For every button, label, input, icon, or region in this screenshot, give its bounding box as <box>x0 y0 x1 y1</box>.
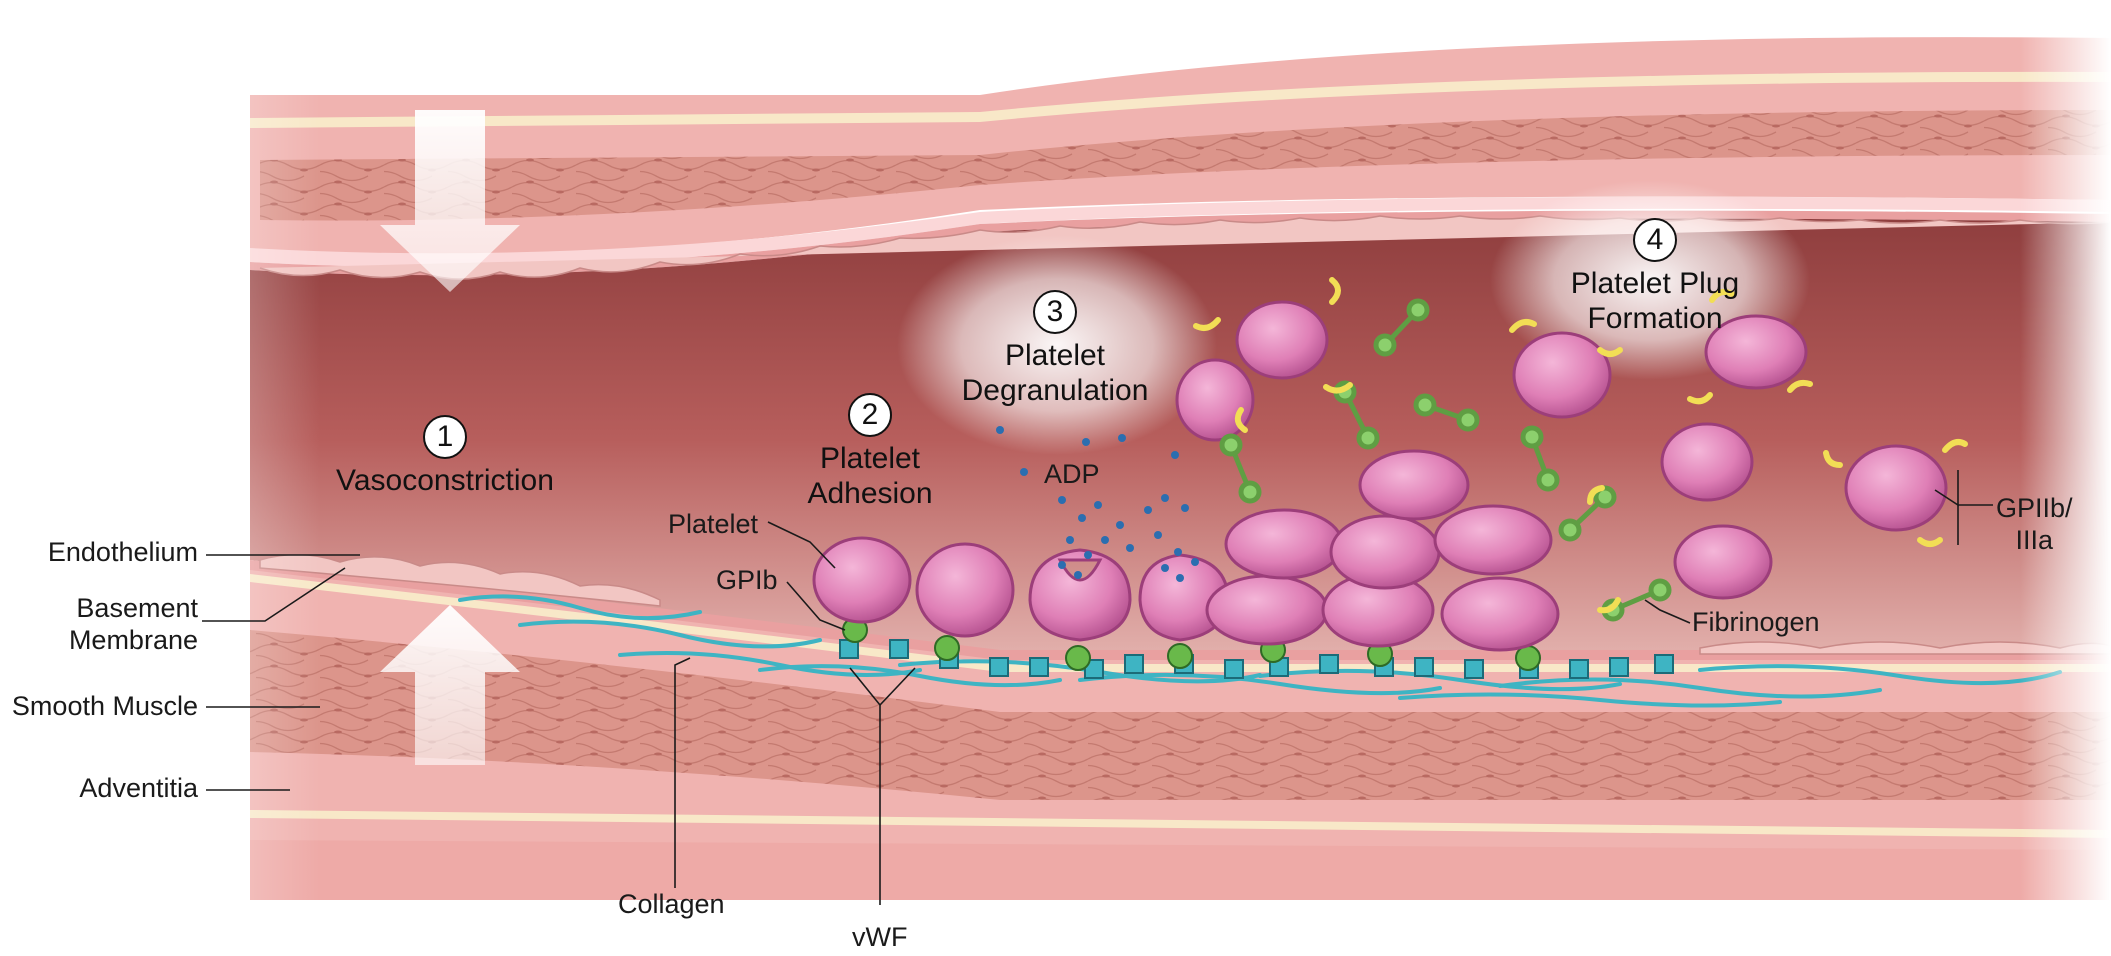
step-1-number: 1 <box>423 415 467 459</box>
basement-label-line2: Membrane <box>68 625 198 656</box>
step-2-label: 2 Platelet Adhesion <box>770 393 970 512</box>
collagen-fibers <box>458 594 2062 708</box>
adventitia-label: Adventitia <box>79 773 198 803</box>
step-2-title-line1: Platelet <box>819 442 921 475</box>
endothelium-cells <box>259 553 2111 655</box>
vwf-molecules <box>839 639 1674 679</box>
gpib-receptors <box>842 617 1541 671</box>
step-1-title: Vasoconstriction <box>336 464 554 497</box>
gpiib-iiia-label: GPIIb/ IIIa <box>1996 492 2073 557</box>
left-fade <box>0 0 320 951</box>
basement-label-line1: Basement <box>76 593 198 623</box>
step-3-number: 3 <box>1033 290 1077 334</box>
fibrinogen-label: Fibrinogen <box>1692 607 1820 637</box>
step-4-title-line2: Formation <box>1587 302 1723 336</box>
step-4-label: 4 Platelet Plug Formation <box>1530 218 1780 337</box>
step-4-title-line1: Platelet Plug <box>1570 267 1740 300</box>
platelet-label: Platelet <box>668 509 759 539</box>
step-4-number: 4 <box>1633 218 1677 262</box>
step-1-label: 1 Vasoconstriction <box>275 415 615 498</box>
gpiib-label-line1: GPIIb/ <box>1996 493 2073 523</box>
adp-granules <box>996 426 1199 582</box>
collagen-label: Collagen <box>618 889 725 919</box>
smooth-muscle-label: Smooth Muscle <box>11 691 198 721</box>
endothelium-label: Endothelium <box>47 537 198 567</box>
gpiib-iiia-receptors <box>1193 277 1968 614</box>
vasoconstriction-arrows <box>380 110 520 765</box>
gpib-label: GPIb <box>716 565 778 595</box>
step-3-title-line1: Platelet <box>1004 339 1106 372</box>
right-fade <box>2020 0 2111 951</box>
step-3-label: 3 Platelet Degranulation <box>935 290 1175 409</box>
vwf-label: vWF <box>852 922 908 952</box>
step-3-title-line2: Degranulation <box>961 374 1149 408</box>
leader-lines <box>202 470 1993 905</box>
step-2-title-line2: Adhesion <box>807 477 933 511</box>
gpiib-label-line2: IIIa <box>2015 525 2054 556</box>
adp-label: ADP <box>1044 459 1100 489</box>
step-2-number: 2 <box>848 393 892 437</box>
basement-membrane-label: Basement Membrane <box>69 592 198 657</box>
lower-vessel-wall <box>250 560 2111 900</box>
